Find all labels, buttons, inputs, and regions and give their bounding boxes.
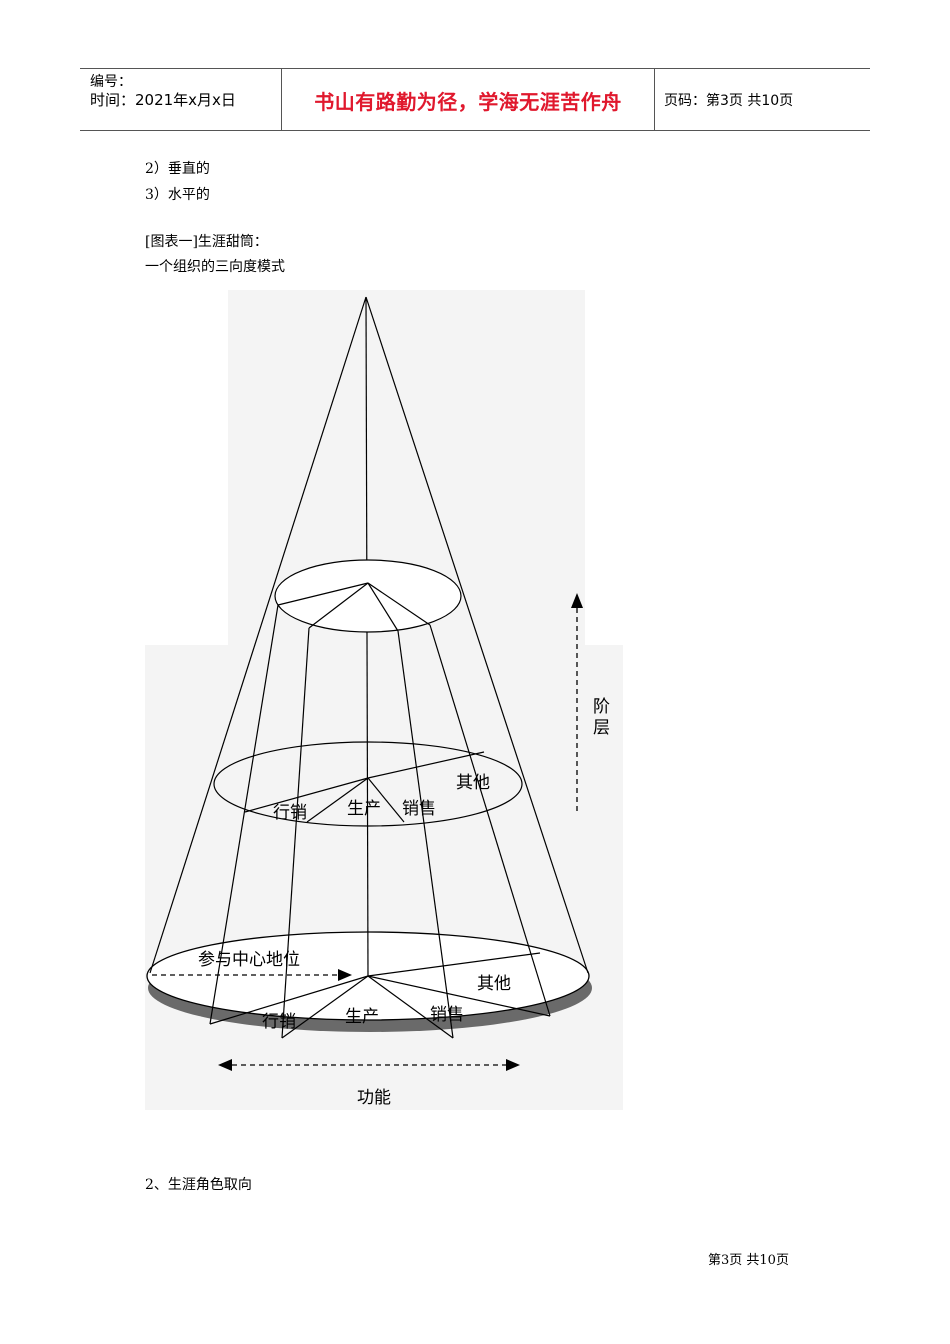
hierarchy-label-char-2: 层 (593, 718, 610, 738)
middle-spoke (306, 777, 369, 823)
list-item-vertical: 2）垂直的 (145, 161, 210, 177)
list-item-horizontal: 3）水平的 (145, 187, 210, 203)
function-arrow-head-left (218, 1059, 232, 1071)
header-meta-cell: 编号： 时间：2021年x月x日 (80, 69, 282, 130)
section-line (281, 627, 310, 1039)
base-label-production: 生产 (345, 1007, 379, 1027)
base-spoke (367, 975, 551, 1017)
base-spoke (281, 975, 369, 1039)
function-label: 功能 (357, 1088, 391, 1108)
middle-label-other: 其他 (456, 773, 490, 793)
base-label-sales: 销售 (430, 1005, 464, 1025)
header-motto-cell: 书山有路勤为径，学海无涯苦作舟 (282, 69, 655, 130)
section-line (397, 630, 454, 1039)
middle-label-sales: 销售 (402, 799, 436, 819)
top-ellipse (274, 559, 462, 633)
hierarchy-label-char-1: 阶 (593, 697, 610, 717)
header-page-info: 页码：第3页 共10页 (664, 93, 794, 109)
top-spoke (367, 582, 431, 626)
section-line (209, 604, 279, 1025)
base-spoke (367, 952, 541, 977)
middle-label-production: 生产 (347, 799, 381, 819)
base-label-other: 其他 (477, 974, 511, 994)
section-heading: 2、生涯角色取向 (145, 1177, 252, 1193)
base-spoke (367, 975, 454, 1039)
figure-subcaption: 一个组织的三向度模式 (145, 259, 285, 275)
function-arrow-head-right (506, 1059, 520, 1071)
figure-caption: [图表一]生涯甜筒： (145, 234, 268, 250)
page-footer: 第3页 共10页 (708, 1253, 789, 1268)
middle-spoke (367, 777, 405, 823)
cone-left-edge (149, 296, 367, 974)
document-time-label: 时间：2021年x月x日 (90, 91, 236, 109)
cone-right-edge (365, 296, 589, 974)
top-spoke (308, 582, 369, 629)
section-line (429, 624, 551, 1017)
middle-spoke (244, 777, 369, 813)
career-cone-diagram: 行销 生产 销售 其他 参与中心地位 其他 行销 生产 销售 功能 阶 层 (145, 290, 623, 1110)
header-page-cell: 页码：第3页 共10页 (656, 69, 870, 130)
document-code-label: 编号： (90, 74, 132, 90)
diagram-background-bottom (145, 645, 623, 1110)
middle-label-marketing: 行销 (273, 803, 307, 823)
centrality-arrow-head (338, 969, 352, 981)
middle-ellipse (213, 741, 523, 827)
top-spoke (367, 582, 399, 632)
header-motto: 书山有路勤为径，学海无涯苦作舟 (314, 90, 622, 114)
page-header: 编号： 时间：2021年x月x日 书山有路勤为径，学海无涯苦作舟 页码：第3页 … (80, 68, 870, 131)
top-spoke (277, 582, 369, 606)
base-label-marketing: 行销 (262, 1012, 296, 1032)
base-spoke (209, 975, 369, 1025)
centrality-label: 参与中心地位 (198, 950, 300, 970)
middle-spoke (367, 751, 485, 779)
cone-axis (365, 296, 369, 977)
hierarchy-arrow-head (571, 593, 583, 608)
